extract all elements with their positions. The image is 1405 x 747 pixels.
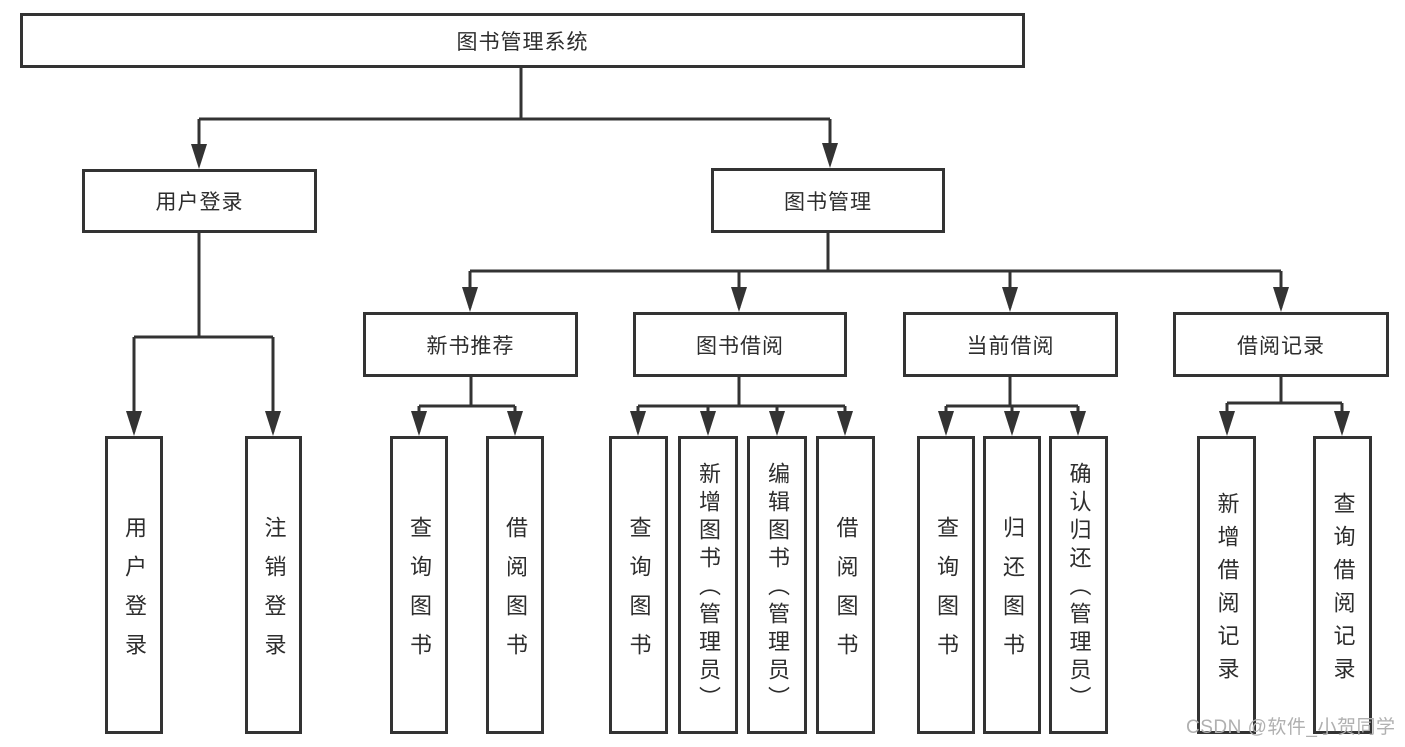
node-label: 借阅图书 [503,515,528,672]
connector-userlogin-to-leaves [132,233,275,432]
node-label: 查询图书 [626,515,652,672]
node-current-borrow: 当前借阅 [903,312,1118,377]
node-borrow-records: 借阅记录 [1173,312,1389,377]
node-label: 查询图书 [934,515,959,672]
leaf-logout: 注销登录 [245,436,302,734]
node-label: 图书管理系统 [456,30,589,54]
node-label: 新增图书（管理员） [696,462,721,714]
node-label: 新增借阅记录 [1214,491,1240,690]
leaf-query-borrow-record: 查询借阅记录 [1313,436,1372,734]
node-label: 编辑图书（管理员） [765,462,790,714]
connector-borrowrecord-to-leaves [1225,377,1344,432]
node-label: 当前借阅 [966,334,1055,358]
node-label: 查询借阅记录 [1330,491,1356,690]
leaf-add-books-admin: 新增图书（管理员） [678,436,738,734]
leaf-add-borrow-record: 新增借阅记录 [1197,436,1256,734]
connector-newbook-to-leaves [417,377,517,432]
node-label: 用户登录 [122,515,147,672]
connector-bookborrow-to-leaves [636,377,847,432]
node-new-book-recommend: 新书推荐 [363,312,578,377]
csdn-watermark: CSDN @软件_小贺同学 [1186,717,1396,738]
node-label: 归还图书 [1000,515,1025,672]
leaf-query-books-borrow: 查询图书 [609,436,668,734]
node-label: 图书管理 [784,190,872,214]
node-book-management: 图书管理 [711,168,945,233]
node-label: 新书推荐 [426,334,515,358]
leaf-borrow-books-recommend: 借阅图书 [486,436,544,734]
leaf-borrow-books-borrow: 借阅图书 [816,436,875,734]
node-label: 借阅图书 [833,515,859,672]
arrowheads [126,143,1350,436]
leaf-edit-books-admin: 编辑图书（管理员） [747,436,807,734]
connector-bookmgmt-to-level3 [468,233,1283,308]
node-label: 图书借阅 [696,334,784,358]
node-label: 注销登录 [261,515,287,672]
node-book-borrow: 图书借阅 [633,312,847,377]
node-library-management-system: 图书管理系统 [20,13,1025,68]
connector-root-to-level2 [197,68,832,164]
leaf-return-books: 归还图书 [983,436,1041,734]
leaf-user-login: 用户登录 [105,436,163,734]
node-label: 查询图书 [407,515,432,672]
node-label: 用户登录 [155,191,244,214]
leaf-query-books-recommend: 查询图书 [390,436,448,734]
leaf-query-books-current: 查询图书 [917,436,975,734]
node-user-login: 用户登录 [82,169,317,233]
leaf-confirm-return-admin: 确认归还（管理员） [1049,436,1108,734]
node-label: 借阅记录 [1237,334,1325,358]
node-label: 确认归还（管理员） [1066,462,1092,714]
